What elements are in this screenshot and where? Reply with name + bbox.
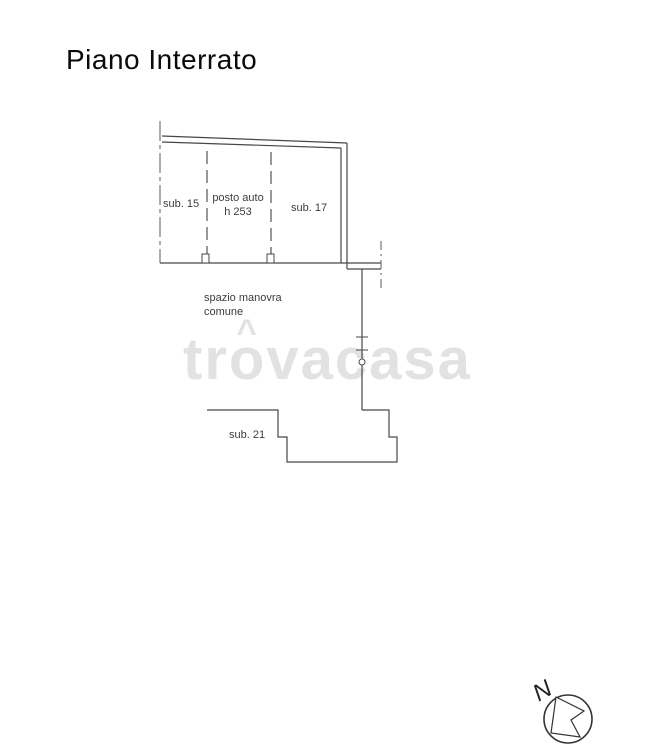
right-wall — [340, 143, 381, 270]
watermark-o: ^o — [229, 316, 266, 389]
label-spazio-manovra: spazio manovra — [204, 292, 283, 304]
watermark-part-1: tr — [183, 327, 229, 392]
compass-north-label: N — [528, 675, 557, 707]
pillar-marker-1 — [201, 253, 210, 264]
sub21-outline — [207, 409, 398, 463]
label-sub15: sub. 15 — [163, 198, 199, 210]
watermark-part-3: vacasa — [266, 327, 472, 392]
label-comune: comune — [204, 306, 243, 318]
pillar-marker-2 — [266, 253, 275, 264]
label-h253: h 253 — [224, 206, 252, 218]
page-title: Piano Interrato — [66, 44, 258, 75]
door-circle — [358, 358, 366, 366]
watermark: tr^ovacasa — [183, 316, 472, 389]
label-sub21: sub. 21 — [229, 429, 265, 441]
watermark-part-2: o — [228, 327, 267, 392]
watermark-caret-icon: ^ — [236, 313, 259, 353]
label-posto-auto: posto auto — [212, 192, 263, 204]
compass-circle — [543, 694, 593, 744]
label-sub17: sub. 17 — [291, 202, 327, 214]
compass: N — [528, 675, 593, 744]
top-wall — [161, 135, 348, 149]
compass-needle — [550, 696, 586, 738]
